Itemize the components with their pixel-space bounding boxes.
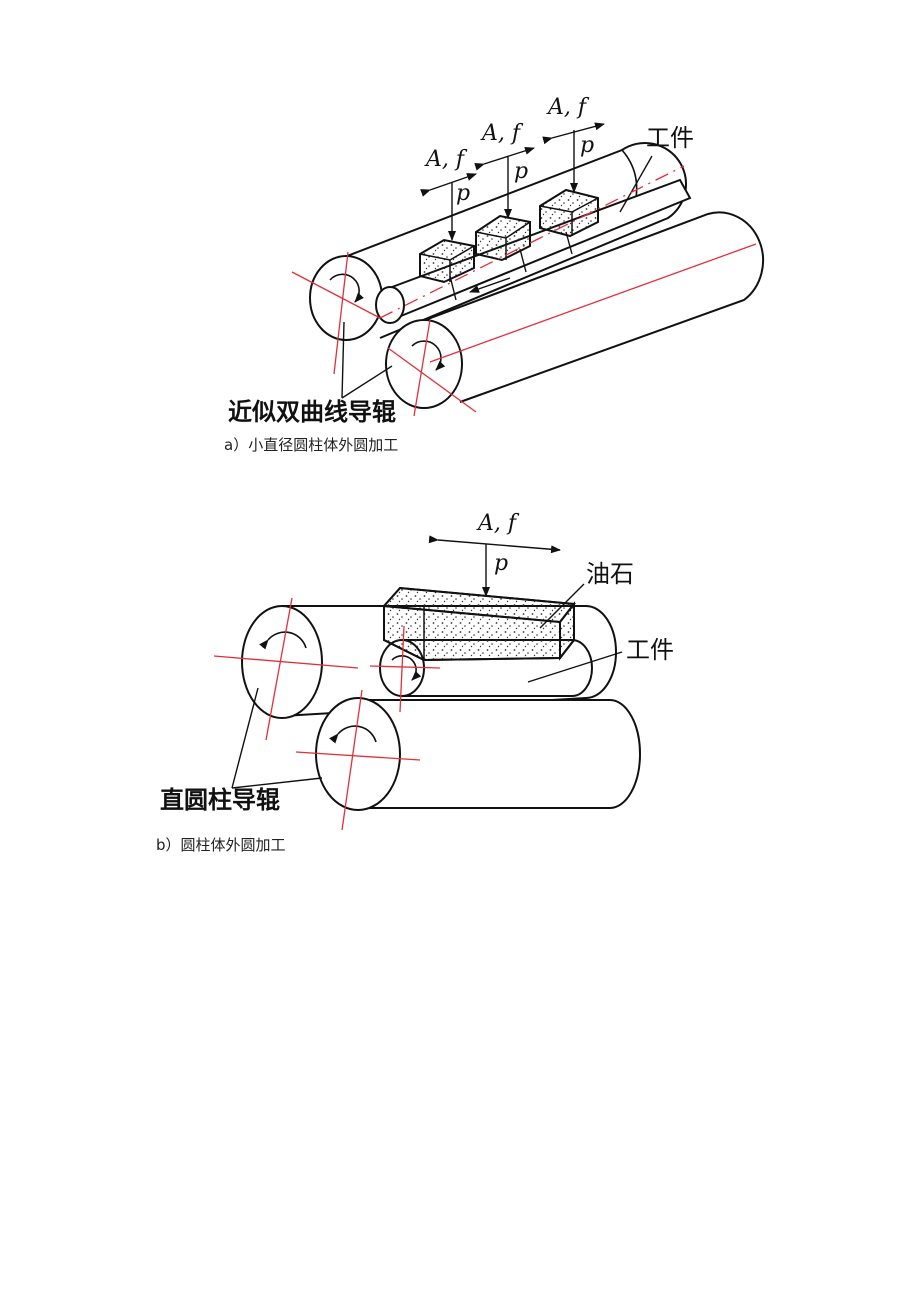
leaders-a: [341, 155, 653, 399]
force-label-a-2: A, f: [480, 121, 524, 146]
figure-b: [213, 535, 641, 831]
oil-stone-2-a: [475, 214, 531, 262]
force-arrows-a: [420, 122, 605, 241]
figure-a: [291, 122, 765, 417]
lower-guide-roller-a: [385, 211, 765, 409]
workpiece-label-b: 工件: [626, 636, 674, 664]
force-label-a-3: A, f: [546, 95, 590, 120]
axis-lines-a: [291, 165, 757, 417]
pressure-label-a-3: p: [580, 133, 594, 158]
axis-lines-b: [213, 597, 441, 831]
force-label-b: A, f: [476, 511, 520, 536]
workpiece-cylinder-a: [375, 178, 692, 324]
figure-b-labels: A, f p 油石 工件 直圆柱导辊 b）圆柱体外圆加工: [156, 511, 674, 854]
force-label-a-1: A, f: [424, 147, 468, 172]
oil-stone-label-b: 油石: [586, 560, 634, 588]
lower-guide-roller-b: [315, 697, 641, 811]
oil-stone-1-a: [419, 238, 475, 284]
leaders-b: [231, 583, 623, 789]
workpiece-label-a: 工件: [646, 124, 694, 152]
pressure-label-a-1: p: [456, 181, 470, 206]
oil-stone-3-a: [539, 188, 599, 238]
caption-a: a）小直径圆柱体外圆加工: [224, 436, 398, 454]
oil-stone-b: [381, 586, 576, 662]
figure-a-labels: A, f p A, f p A, f p 工件 近似双曲线导辊 a）小直径圆柱体…: [224, 95, 694, 454]
caption-b: b）圆柱体外圆加工: [156, 836, 286, 854]
pressure-label-b: p: [494, 551, 508, 576]
guide-roller-label-a: 近似双曲线导辊: [228, 398, 396, 426]
guide-roller-label-b: 直圆柱导辊: [160, 786, 280, 814]
force-arrows-b: [428, 535, 561, 597]
pressure-label-a-2: p: [514, 159, 528, 184]
